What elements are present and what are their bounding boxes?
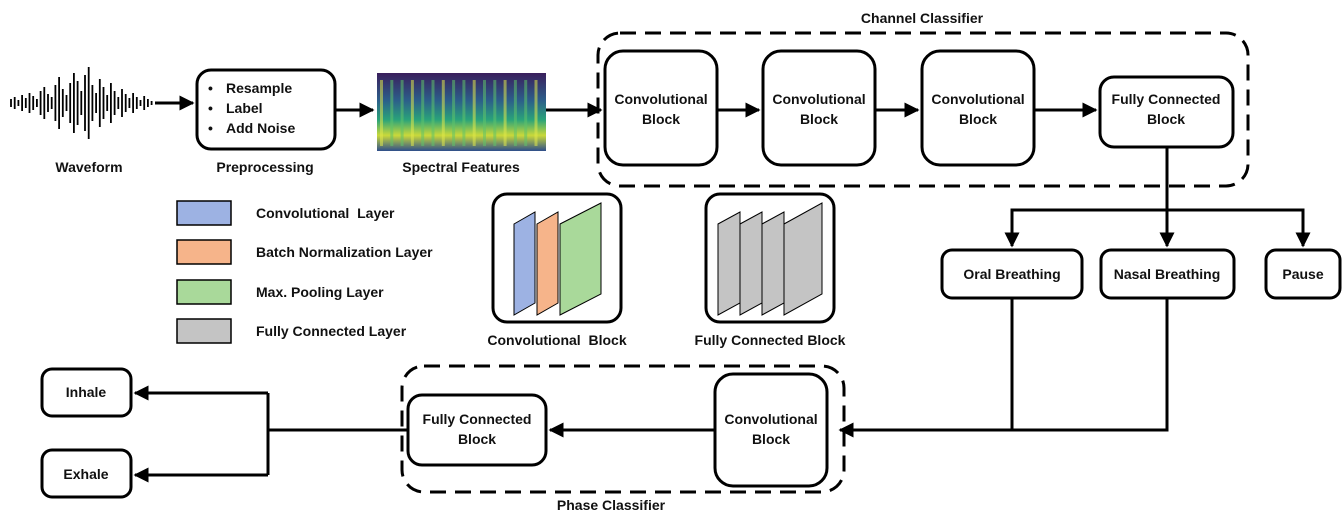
fc-layer-sheet bbox=[783, 202, 823, 316]
maxpool-layer-sheet bbox=[559, 202, 602, 316]
waveform-label: Waveform bbox=[55, 159, 122, 175]
exhale-box bbox=[40, 448, 133, 499]
block-label: Convolutional bbox=[931, 91, 1024, 107]
legend-label: Max. Pooling Layer bbox=[256, 284, 384, 300]
preprocessing-step: Label bbox=[226, 100, 263, 116]
oral-breathing-label: Oral Breathing bbox=[963, 266, 1060, 282]
legend: Convolutional Layer Batch Normalization … bbox=[176, 200, 433, 344]
spectrogram-band bbox=[431, 80, 435, 146]
spectrogram-band bbox=[462, 80, 466, 146]
fc-layer-sheet bbox=[739, 211, 763, 316]
channel-classifier-group bbox=[596, 31, 1250, 188]
block-label: Block bbox=[752, 431, 790, 447]
block-label: Block bbox=[800, 111, 838, 127]
preprocessing-label: Preprocessing bbox=[216, 159, 313, 175]
bullet-icon: • bbox=[208, 120, 213, 136]
fc-layer-sheet bbox=[717, 211, 741, 316]
spectrogram-image bbox=[377, 73, 546, 151]
pause-box bbox=[1264, 248, 1342, 300]
phase-conv-block bbox=[713, 372, 829, 488]
pause-label: Pause bbox=[1282, 266, 1323, 282]
legend-swatch-batchnorm bbox=[176, 239, 232, 265]
spectrogram-band bbox=[472, 80, 476, 146]
output-split-lines bbox=[1010, 208, 1305, 246]
legend-label: Batch Normalization Layer bbox=[256, 244, 433, 260]
legend-swatch-conv bbox=[176, 200, 232, 226]
fc-block-illustration-label: Fully Connected Block bbox=[695, 332, 846, 348]
legend-swatch-fc bbox=[176, 318, 232, 344]
spectrogram-band bbox=[390, 80, 394, 146]
channel-conv-block-1 bbox=[603, 49, 719, 167]
conv-layer-sheet bbox=[513, 211, 536, 316]
legend-label: Convolutional Layer bbox=[256, 205, 395, 221]
block-label: Block bbox=[959, 111, 997, 127]
spectrogram-band bbox=[493, 80, 497, 146]
legend-swatch-maxpool bbox=[176, 279, 232, 305]
spectrogram-band bbox=[513, 80, 517, 146]
block-label: Convolutional bbox=[772, 91, 865, 107]
block-label: Block bbox=[1147, 111, 1185, 127]
spectrogram-band bbox=[524, 80, 528, 146]
fc-layer-sheet bbox=[761, 211, 785, 316]
nasal-breathing-label: Nasal Breathing bbox=[1114, 266, 1221, 282]
spectrogram-band bbox=[534, 80, 538, 146]
spectrogram-band bbox=[410, 80, 414, 146]
phase-classifier-title: Phase Classifier bbox=[557, 497, 666, 513]
bullet-icon: • bbox=[208, 80, 213, 96]
block-label: Block bbox=[642, 111, 680, 127]
conv-block-illustration-label: Convolutional Block bbox=[487, 332, 626, 348]
preprocessing-step: Resample bbox=[226, 80, 292, 96]
block-label: Fully Connected bbox=[423, 411, 532, 427]
preprocessing-step: Add Noise bbox=[226, 120, 295, 136]
spectrogram-band bbox=[441, 80, 445, 146]
spectral-features-label: Spectral Features bbox=[402, 159, 520, 175]
phase-fc-block bbox=[406, 393, 548, 467]
block-label: Fully Connected bbox=[1112, 91, 1221, 107]
spectrogram-band bbox=[421, 80, 425, 146]
channel-conv-block-3 bbox=[920, 49, 1036, 167]
spectrogram-band bbox=[400, 80, 404, 146]
channel-classifier-title: Channel Classifier bbox=[861, 10, 984, 26]
spectrogram-band bbox=[503, 80, 507, 146]
block-label: Convolutional bbox=[614, 91, 707, 107]
legend-label: Fully Connected Layer bbox=[256, 323, 407, 339]
waveform-icon bbox=[10, 67, 153, 139]
arrow-breathing-to-phase bbox=[838, 298, 1169, 438]
batchnorm-layer-sheet bbox=[536, 211, 559, 316]
inhale-box bbox=[40, 367, 133, 418]
bullet-icon: • bbox=[208, 100, 213, 116]
inhale-label: Inhale bbox=[66, 384, 107, 400]
block-label: Convolutional bbox=[724, 411, 817, 427]
spectrogram-band bbox=[452, 80, 456, 146]
spectrogram-band bbox=[380, 80, 383, 146]
block-label: Block bbox=[458, 431, 496, 447]
spectrogram-band bbox=[483, 80, 486, 146]
channel-conv-block-2 bbox=[761, 49, 877, 167]
exhale-label: Exhale bbox=[63, 466, 108, 482]
